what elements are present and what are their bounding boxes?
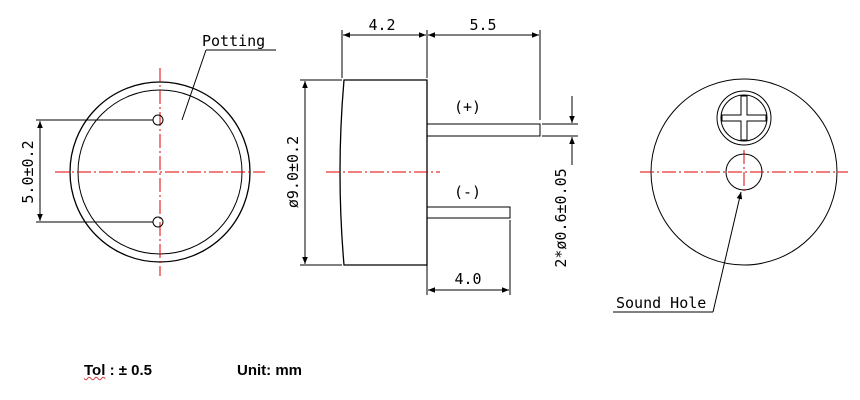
pin-hole-bottom bbox=[152, 216, 164, 228]
dimension-body-diameter: ø9.0±0.2 bbox=[284, 136, 302, 208]
dimension-body-height: 4.2 bbox=[368, 16, 395, 34]
side-view: (+) (-) 4.2 5.5 ø9.0±0.2 4.0 2*ø0.6±0.05 bbox=[284, 16, 578, 295]
dimension-pin-spacing: 5.0±0.2 bbox=[19, 140, 37, 203]
pin-minus bbox=[427, 206, 511, 219]
tolerance-value: : ± 0.5 bbox=[109, 362, 152, 379]
unit-note: Unit: mm bbox=[237, 362, 302, 379]
polarity-minus: (-) bbox=[454, 183, 481, 201]
tolerance-note: Tol : ± 0.5 bbox=[84, 362, 152, 379]
tolerance-label: Tol bbox=[84, 362, 106, 379]
terminal-cross bbox=[721, 95, 767, 141]
dimension-pin-diameter: 2*ø0.6±0.05 bbox=[552, 168, 570, 267]
top-view: 5.0±0.2 Potting bbox=[19, 32, 276, 276]
potting-label: Potting bbox=[202, 32, 265, 50]
potting-leader bbox=[181, 49, 207, 121]
pin-hole-top bbox=[152, 114, 164, 126]
sound-hole-label: Sound Hole bbox=[616, 294, 706, 312]
pin-plus bbox=[427, 123, 541, 137]
bottom-view: Sound Hole bbox=[613, 78, 848, 313]
dimension-pin-minus: 4.0 bbox=[454, 270, 481, 288]
dimension-pin-plus: 5.5 bbox=[469, 16, 496, 34]
buzzer-body bbox=[339, 79, 428, 266]
sound-hole-leader bbox=[712, 191, 743, 313]
polarity-plus: (+) bbox=[454, 98, 481, 116]
terminal-outer bbox=[716, 90, 772, 146]
terminal-inner bbox=[720, 94, 768, 142]
